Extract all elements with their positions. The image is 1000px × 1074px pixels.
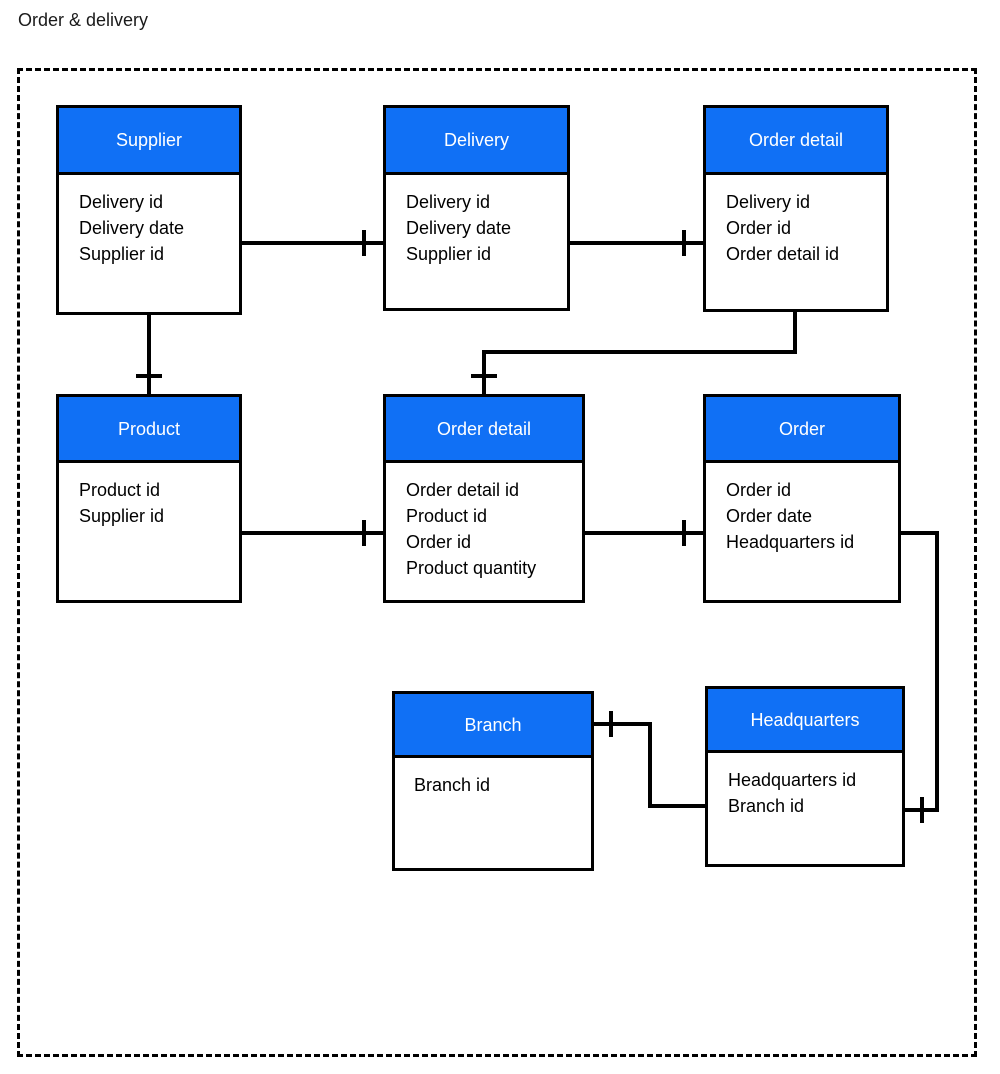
entity-order-title: Order: [706, 397, 898, 463]
entity-branch-title: Branch: [395, 694, 591, 758]
entity-headquarters-title: Headquarters: [708, 689, 902, 753]
entity-delivery-title: Delivery: [386, 108, 567, 175]
attribute: Delivery date: [79, 218, 185, 238]
attribute: Delivery id: [406, 192, 491, 212]
attribute: Product id: [79, 480, 161, 500]
attribute: Order detail id: [406, 480, 520, 500]
attribute: Product quantity: [406, 558, 537, 578]
attribute: Headquarters id: [726, 532, 855, 552]
diagram-boundary: [17, 68, 977, 1057]
attribute: Supplier id: [79, 244, 165, 264]
entity-order[interactable]: Order Order id Order date Headquarters i…: [703, 394, 901, 603]
entity-order-detail-top-attributes: Delivery id Order id Order detail id: [706, 175, 886, 309]
entity-order-attributes: Order id Order date Headquarters id: [706, 463, 898, 600]
attribute: Supplier id: [79, 506, 165, 526]
entity-product[interactable]: Product Product id Supplier id: [56, 394, 242, 603]
attribute: Supplier id: [406, 244, 492, 264]
attribute: Branch id: [728, 796, 805, 816]
attribute: Branch id: [414, 775, 491, 795]
attribute: Order id: [726, 480, 792, 500]
entity-branch[interactable]: Branch Branch id: [392, 691, 594, 871]
attribute: Headquarters id: [728, 770, 857, 790]
attribute: Order id: [406, 532, 472, 552]
entity-product-attributes: Product id Supplier id: [59, 463, 239, 600]
entity-order-detail-top-title: Order detail: [706, 108, 886, 175]
attribute: Delivery date: [406, 218, 512, 238]
page-title: Order & delivery: [18, 10, 149, 30]
entity-order-detail-mid[interactable]: Order detail Order detail id Product id …: [383, 394, 585, 603]
attribute: Delivery id: [79, 192, 164, 212]
attribute: Product id: [406, 506, 488, 526]
attribute: Order detail id: [726, 244, 840, 264]
entity-headquarters-attributes: Headquarters id Branch id: [708, 753, 902, 864]
entity-supplier-attributes: Delivery id Delivery date Supplier id: [59, 175, 239, 312]
entity-order-detail-top[interactable]: Order detail Delivery id Order id Order …: [703, 105, 889, 312]
attribute: Order date: [726, 506, 813, 526]
entity-supplier[interactable]: Supplier Delivery id Delivery date Suppl…: [56, 105, 242, 315]
entity-supplier-title: Supplier: [59, 108, 239, 175]
entity-branch-attributes: Branch id: [395, 758, 591, 868]
entity-order-detail-mid-title: Order detail: [386, 397, 582, 463]
entity-delivery[interactable]: Delivery Delivery id Delivery date Suppl…: [383, 105, 570, 311]
entity-delivery-attributes: Delivery id Delivery date Supplier id: [386, 175, 567, 308]
entity-headquarters[interactable]: Headquarters Headquarters id Branch id: [705, 686, 905, 867]
entity-product-title: Product: [59, 397, 239, 463]
attribute: Order id: [726, 218, 792, 238]
entity-order-detail-mid-attributes: Order detail id Product id Order id Prod…: [386, 463, 582, 600]
attribute: Delivery id: [726, 192, 811, 212]
